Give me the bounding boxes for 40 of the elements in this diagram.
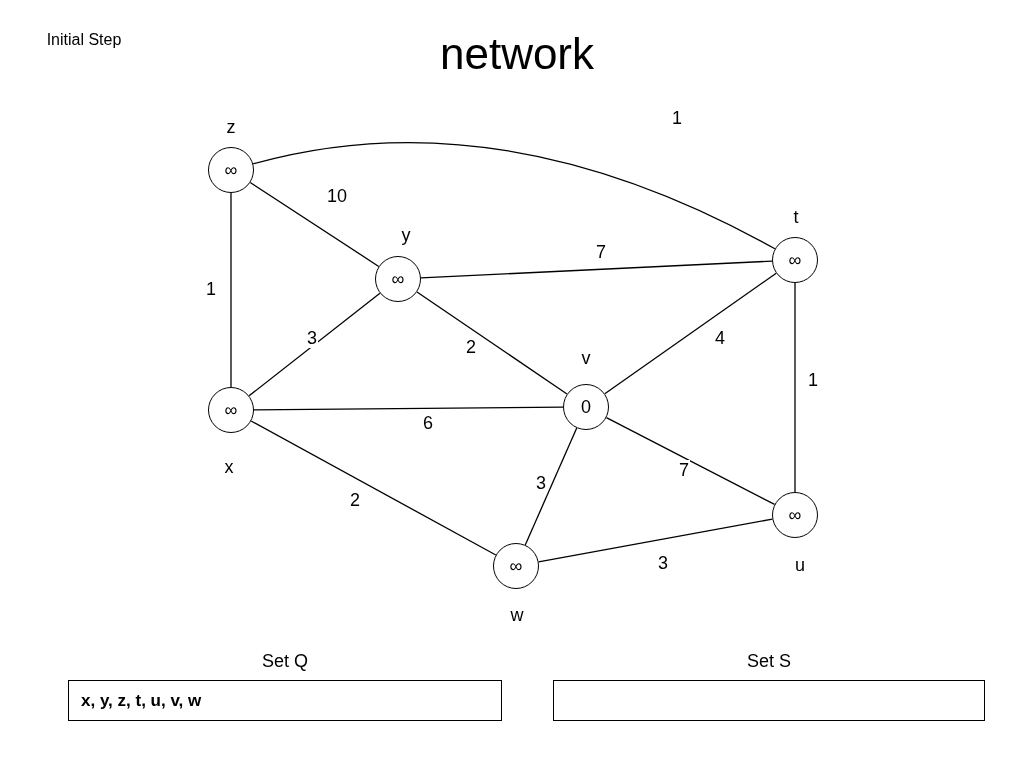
node-circle [563, 384, 609, 430]
edge-line [605, 416, 776, 506]
node-label: z [226, 118, 236, 136]
edge-line [538, 518, 773, 563]
edge-line [250, 420, 497, 556]
node-label: v [581, 349, 591, 367]
distance-value: ∞ [509, 555, 523, 577]
edge-line [420, 260, 773, 279]
distance-value: ∞ [788, 249, 802, 271]
edge-line [249, 181, 380, 268]
distance-value: ∞ [391, 268, 405, 290]
edge-line [524, 427, 578, 546]
node-circle [208, 387, 254, 433]
node-label: y [401, 226, 411, 244]
edge-line [253, 406, 564, 411]
node-label: u [795, 556, 805, 574]
edge-line [794, 282, 796, 493]
node-label: t [793, 208, 799, 226]
edge-line [230, 192, 232, 388]
distance-value: 0 [581, 396, 591, 418]
node-circle [772, 237, 818, 283]
edge-line [604, 272, 777, 395]
set-heading: Set S [747, 651, 791, 672]
node-label: x [224, 458, 234, 476]
set-heading: Set Q [262, 651, 308, 672]
node-circle [772, 492, 818, 538]
node-circle [375, 256, 421, 302]
node-circle [493, 543, 539, 589]
node-circle [208, 147, 254, 193]
edge-line [252, 142, 776, 250]
distance-value: ∞ [224, 399, 238, 421]
distance-value: ∞ [224, 159, 238, 181]
node-label: w [510, 606, 524, 624]
distance-value: ∞ [788, 504, 802, 526]
step-label: Initial Step [46, 32, 122, 48]
edge-line [416, 291, 568, 395]
diagram-title: network [439, 32, 595, 76]
set-contents: x, y, z, t, u, v, w [81, 690, 202, 711]
edge-label: 3 [306, 328, 318, 348]
edge-line [248, 292, 381, 397]
